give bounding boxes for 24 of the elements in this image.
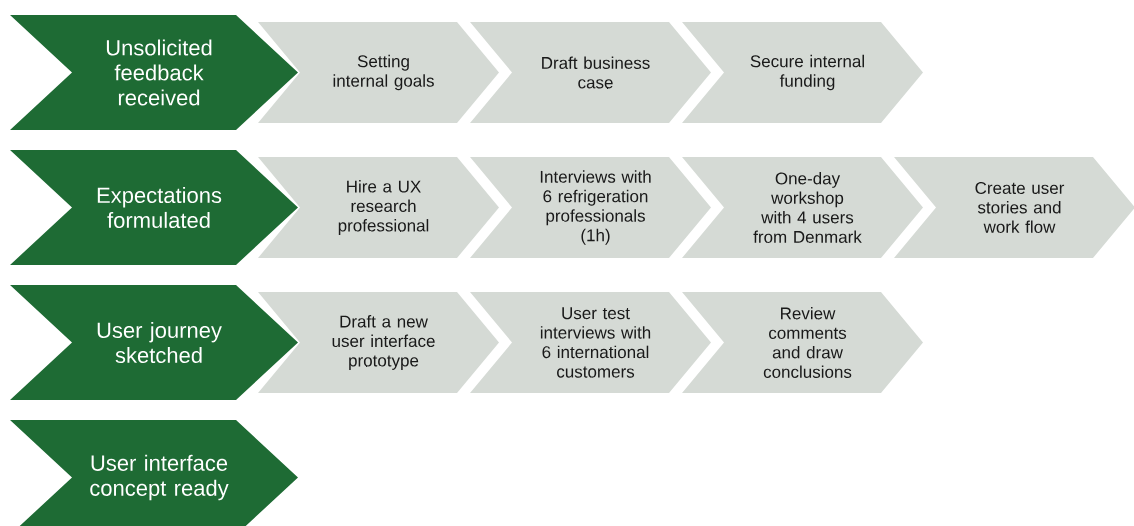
step-banner: Review comments and draw conclusions: [682, 292, 923, 393]
step-banner: One-day workshop with 4 users from Denmark: [682, 157, 923, 258]
stage-banner: Unsolicited feedback received: [10, 15, 298, 130]
step-banner: Hire a UX research professional: [258, 157, 499, 258]
step-banner: Secure internal funding: [682, 22, 923, 123]
step-banner: Interviews with 6 refrigeration professionals (1h): [470, 157, 711, 258]
step-banner: Draft a new user interface prototype: [258, 292, 499, 393]
node-label: Hire a UX research professional: [338, 180, 429, 235]
node-label: One-day workshop with 4 users from Denmark: [753, 172, 862, 243]
step-banner: User test interviews with 6 international customers: [470, 292, 711, 393]
stage-banner: User interface concept ready: [10, 420, 298, 526]
node-label: Setting internal goals: [333, 54, 434, 91]
node-label: Create user stories and work flow: [975, 181, 1065, 234]
node-label: Interviews with 6 refrigeration professionals (1h): [540, 170, 651, 245]
node-label: Draft business case: [542, 56, 650, 89]
node-label: Secure internal funding: [750, 54, 864, 91]
stage-banner: User journey sketched: [10, 285, 298, 400]
node-label: Draft a new user interface prototype: [332, 315, 435, 370]
node-label: User test interviews with 6 international customers: [540, 307, 651, 378]
step-banner: Create user stories and work flow: [894, 157, 1134, 258]
step-banner: Draft business case: [470, 22, 711, 123]
stage-banner: Expectations formulated: [10, 150, 298, 265]
node-label: Review comments and draw conclusions: [763, 307, 852, 378]
step-banner: Setting internal goals: [258, 22, 499, 123]
